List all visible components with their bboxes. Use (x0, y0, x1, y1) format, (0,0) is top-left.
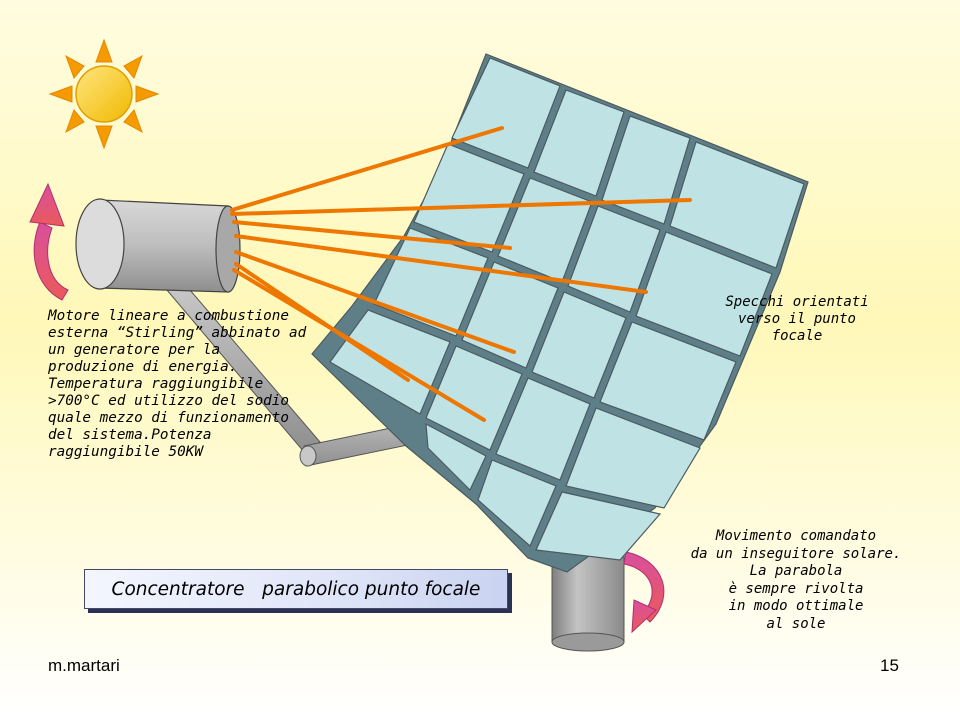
mirrors-caption-line: Specchi orientati (725, 294, 869, 310)
focal-rays (230, 126, 692, 422)
tracker-caption-line: è sempre rivolta (728, 580, 864, 597)
engine-caption: Motore lineare a combustione esterna “St… (48, 308, 308, 461)
tracker-caption-line: Movimento comandato (715, 528, 877, 544)
sun-icon (48, 38, 160, 150)
rotation-arrow-right-icon (623, 551, 665, 634)
engine-caption-line: esterna “Stirling” abbinato ad (48, 325, 307, 341)
tracker-caption-line: La parabola (749, 563, 843, 579)
engine-caption-line: quale mezzo di funzionamento (48, 410, 290, 426)
engine-caption-line: >700°C ed utilizzo del sodio (48, 393, 290, 409)
mirrors-caption: Specchi orientati verso il punto focale (712, 294, 882, 345)
rotation-arrow-left-icon (29, 182, 69, 301)
engine-caption-line: Temperatura raggiungibile (48, 376, 264, 392)
tracker-caption-line: da un inseguitore solare. (690, 545, 902, 562)
tracker-caption-line: in modo ottimale (728, 598, 864, 614)
author-footer: m.martari (48, 656, 120, 675)
engine-caption-line: raggiungibile 50KW (48, 444, 203, 460)
stirling-engine (75, 198, 241, 293)
page-number: 15 (880, 656, 899, 675)
tracker-caption-line: al sole (766, 615, 826, 632)
engine-caption-line: Motore lineare a combustione (48, 308, 290, 324)
engine-caption-line: del sistema.Potenza (48, 427, 212, 443)
slide-title-box: Concentratore parabolico punto focale (84, 569, 508, 609)
mirrors-caption-line: verso il punto focale (737, 311, 856, 344)
tracker-caption: Movimento comandato da un inseguitore so… (676, 528, 916, 633)
engine-caption-line: un generatore per la (48, 342, 221, 358)
slide-title: Concentratore parabolico punto focale (111, 578, 481, 600)
mirror-dish (311, 53, 809, 573)
engine-caption-line: produzione di energia. (48, 359, 238, 375)
